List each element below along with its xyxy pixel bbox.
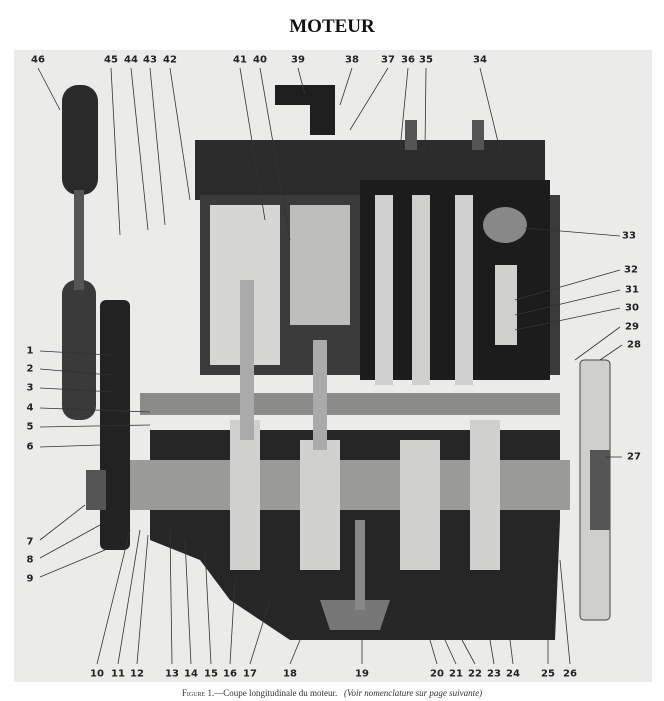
callout-29: 29	[625, 321, 639, 333]
callout-5: 5	[26, 421, 34, 433]
figure-number: Figure 1.	[181, 688, 215, 698]
callout-38: 38	[345, 54, 359, 66]
callout-37: 37	[381, 54, 395, 66]
caption-note: (Voir nomenclature sur page suivante)	[343, 688, 483, 698]
callout-34: 34	[473, 54, 487, 66]
callout-28: 28	[627, 339, 641, 351]
callout-33: 33	[622, 230, 636, 242]
callout-40: 40	[253, 54, 267, 66]
callout-24: 24	[506, 668, 520, 680]
callout-41: 41	[233, 54, 247, 66]
figure-caption: Figure 1.—Coupe longitudinale du moteur.…	[0, 688, 664, 698]
callout-42: 42	[163, 54, 177, 66]
callout-32: 32	[624, 264, 638, 276]
callout-22: 22	[468, 668, 482, 680]
page-title: MOTEUR	[289, 16, 375, 37]
caption-text: —Coupe longitudinale du moteur.	[214, 688, 338, 698]
callout-25: 25	[541, 668, 555, 680]
callout-3: 3	[26, 382, 34, 394]
callout-17: 17	[243, 668, 257, 680]
callout-19: 19	[355, 668, 369, 680]
callout-16: 16	[223, 668, 237, 680]
callout-31: 31	[625, 284, 639, 296]
callout-15: 15	[204, 668, 218, 680]
callout-46: 46	[31, 54, 45, 66]
callout-12: 12	[130, 668, 144, 680]
callout-20: 20	[430, 668, 444, 680]
callout-6: 6	[26, 441, 34, 453]
callout-30: 30	[625, 302, 639, 314]
callout-23: 23	[487, 668, 501, 680]
callout-45: 45	[104, 54, 118, 66]
callout-39: 39	[291, 54, 305, 66]
callout-1: 1	[26, 345, 34, 357]
callout-44: 44	[124, 54, 138, 66]
callout-14: 14	[184, 668, 198, 680]
callout-36: 36	[401, 54, 415, 66]
callout-43: 43	[143, 54, 157, 66]
callout-4: 4	[26, 402, 34, 414]
callout-26: 26	[563, 668, 577, 680]
callout-21: 21	[449, 668, 463, 680]
callout-18: 18	[283, 668, 297, 680]
callout-7: 7	[26, 536, 34, 548]
callout-2: 2	[26, 363, 34, 375]
callout-8: 8	[26, 554, 34, 566]
callout-11: 11	[111, 668, 125, 680]
callout-10: 10	[90, 668, 104, 680]
callout-13: 13	[165, 668, 179, 680]
callout-27: 27	[627, 451, 641, 463]
callout-9: 9	[26, 573, 34, 585]
callout-35: 35	[419, 54, 433, 66]
